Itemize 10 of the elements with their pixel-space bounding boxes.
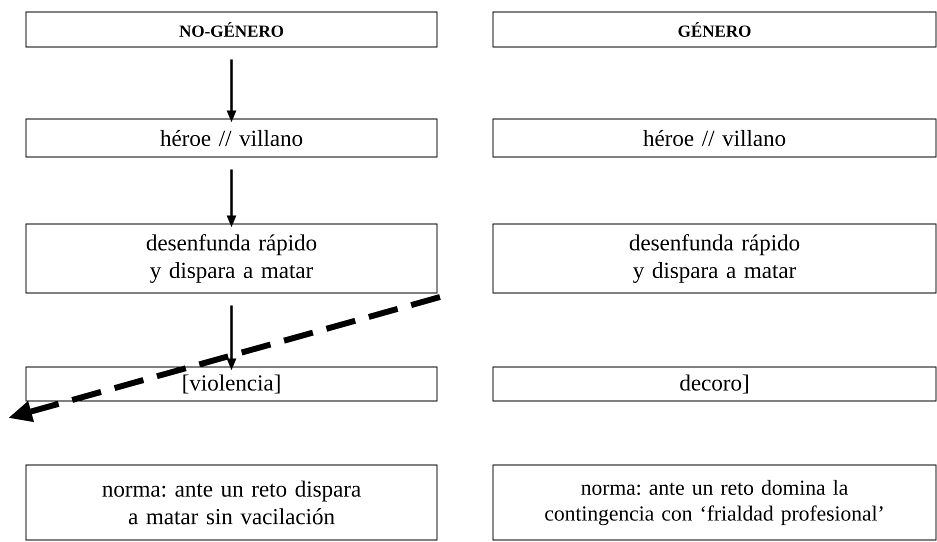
text-box: héroe // villano: [26, 118, 438, 158]
heading-box: NO-GÉNERO: [26, 12, 438, 48]
text-box: desenfunda rápido y dispara a matar: [492, 224, 936, 294]
text-box: desenfunda rápido y dispara a matar: [26, 224, 438, 294]
text-box: héroe // villano: [492, 118, 936, 158]
heading-box: GÉNERO: [492, 12, 936, 48]
text-box: [violencia]: [26, 366, 438, 402]
text-box: norma: ante un reto dispara a matar sin vacilación: [26, 464, 438, 540]
text-box: decoro]: [492, 366, 936, 402]
text-box: norma: ante un reto domina la contingencia con ‘frialdad profesional’: [492, 464, 936, 540]
